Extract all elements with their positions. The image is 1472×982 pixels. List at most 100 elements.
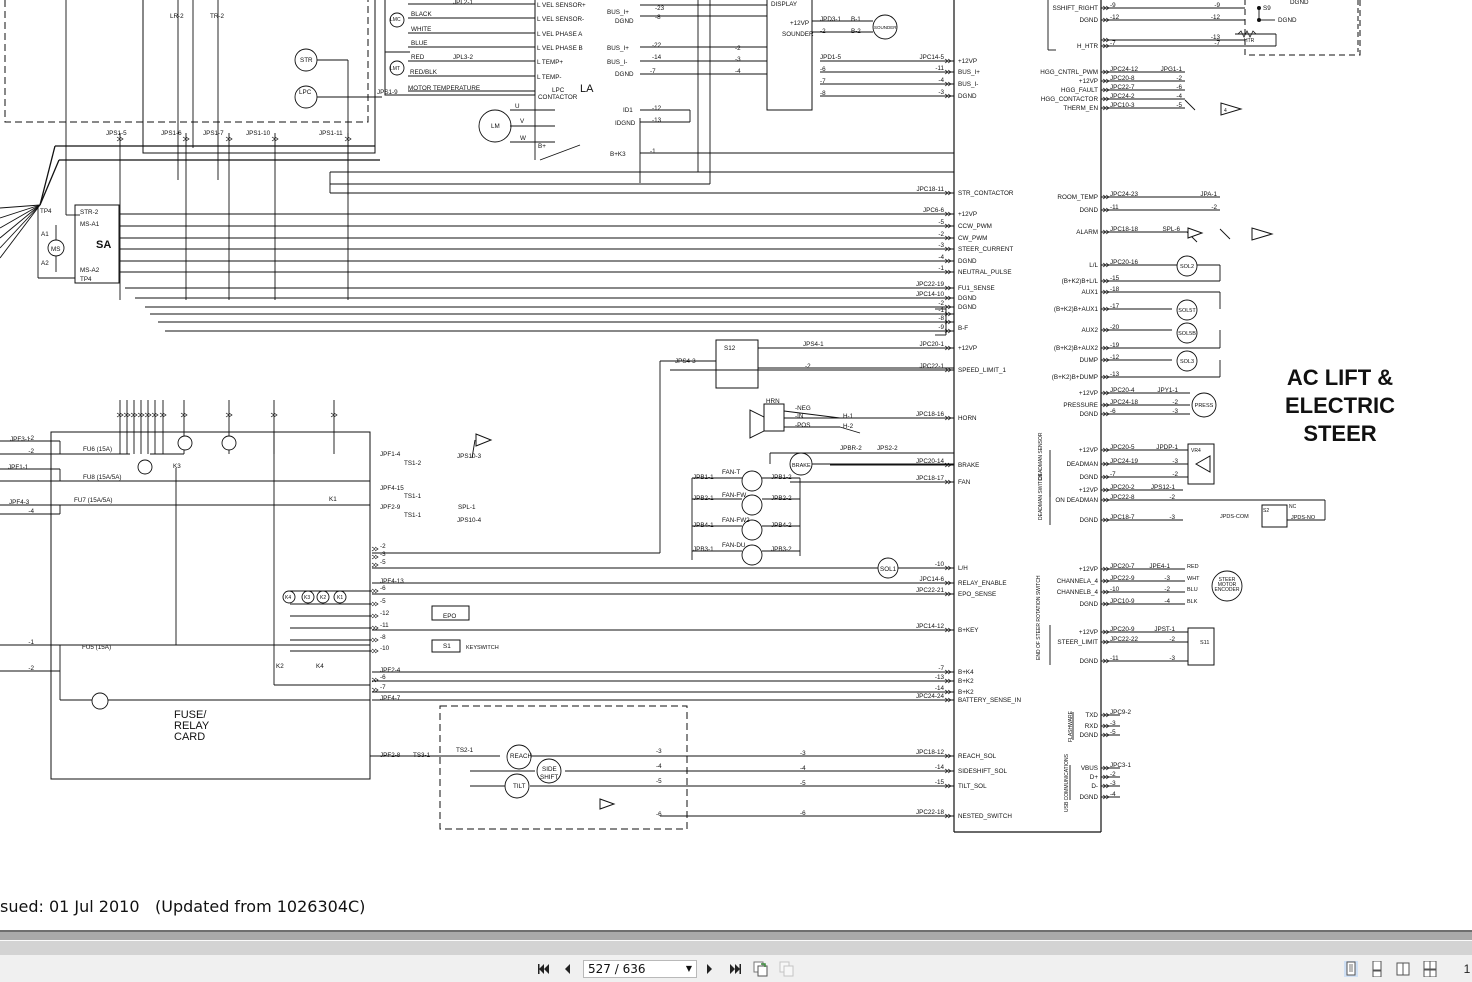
schematic-label: RED — [411, 54, 425, 61]
zoom-level-partial[interactable]: 1 — [1463, 962, 1471, 976]
page-dropdown-icon[interactable]: ▼ — [685, 964, 692, 973]
connector-pin-icon — [944, 81, 952, 87]
single-page-icon — [1346, 961, 1356, 976]
right-bus-pin: -5 — [1110, 729, 1116, 736]
right-bus-signal: HGG_CNTRL_PWM — [1040, 69, 1098, 76]
center-bus-pin: JPC22-1 — [920, 363, 945, 370]
schematic-label: DISPLAY — [771, 1, 798, 8]
center-bus-signal: BATTERY_SENSE_IN — [958, 697, 1022, 704]
center-bus-pin: JPC22-18 — [916, 809, 944, 816]
connector-pin-icon — [1102, 402, 1110, 408]
right-bus-signal: +12VP — [1079, 487, 1098, 494]
center-bus-signal: CW_PWM — [958, 235, 987, 242]
right-far-pin: -9 — [1214, 2, 1220, 9]
schematic-label: JPB4-2 — [771, 522, 792, 529]
center-bus-pin: -7 — [938, 665, 944, 672]
connector-pin-icon — [180, 412, 188, 418]
schematic-label: S2 — [1263, 508, 1269, 514]
right-far-pin: -3 — [1172, 408, 1178, 415]
connector-pin-icon — [1102, 43, 1110, 49]
connector-pin-icon — [1102, 278, 1110, 284]
connector-pin-icon — [944, 223, 952, 229]
connector-pin-icon — [371, 625, 379, 631]
center-bus-pin: -15 — [935, 779, 945, 786]
page-number-input[interactable]: 527 / 636 ▼ — [583, 960, 697, 978]
right-far-pin: -2 — [1164, 586, 1170, 593]
schematic-label: SOL1 — [880, 566, 897, 573]
title-line-1: AC LIFT & — [1286, 365, 1394, 390]
center-bus-signal: STEER_CURRENT — [958, 246, 1013, 253]
schematic-label: SA — [96, 239, 111, 251]
schematic-label: S9 — [1263, 5, 1271, 12]
right-far-pin: SPL-6 — [1162, 226, 1180, 233]
right-bus-signal: D- — [1091, 783, 1098, 790]
connector-pin-icon — [344, 136, 352, 142]
schematic-label: TS1-1 — [404, 493, 422, 500]
card-pin: -5 — [656, 778, 662, 785]
horn-icon — [749, 409, 765, 439]
right-bus-signal: AUX1 — [1082, 289, 1099, 296]
center-bus-pin: -11 — [935, 65, 944, 72]
schematic-label: S12 — [724, 345, 736, 352]
schematic-label: -7 — [820, 78, 826, 85]
connector-pin-icon — [1102, 390, 1110, 396]
single-page-view-button[interactable] — [1344, 961, 1358, 977]
center-bus-pin: JPC14-5 — [920, 54, 945, 61]
continuous-view-button[interactable] — [1370, 960, 1384, 978]
schematic-label: K1 — [337, 595, 343, 601]
schematic-label: A1 — [41, 231, 49, 238]
connector-pin-icon — [1102, 96, 1110, 102]
schematic-label: NC — [1289, 504, 1297, 510]
schematic-label: -14 — [652, 54, 662, 61]
center-bus-pin: JPC6-6 — [923, 207, 944, 214]
last-page-button[interactable] — [727, 961, 743, 977]
facing-view-button[interactable] — [1396, 961, 1410, 977]
center-bus-signal: HORN — [958, 415, 977, 422]
dashed-enclosure — [4, 0, 369, 123]
right-bus-pin: JPC20-9 — [1110, 626, 1135, 633]
right-bus-pin: -11 — [1110, 655, 1119, 662]
center-bus-signal: +12VP — [958, 58, 977, 65]
schematic-label: LM — [491, 123, 500, 130]
card-pin: -11 — [380, 622, 389, 629]
right-bus-signal: (B+K2)B+AUX1 — [1054, 306, 1099, 313]
right-far-pin: -7 — [1214, 40, 1220, 47]
schematic-label: JPF1-4 — [380, 451, 401, 458]
right-bus-signal: DGND — [1079, 207, 1098, 214]
schematic-label: -2 — [820, 28, 826, 35]
connector-pin-icon — [944, 295, 952, 301]
schematic-label: JPL3-2 — [453, 54, 473, 61]
next-page-button[interactable] — [704, 961, 716, 977]
card-pin: -3 — [656, 748, 662, 755]
continuous-facing-view-button[interactable] — [1423, 960, 1437, 978]
right-bus-pin: JPC10-9 — [1110, 598, 1135, 605]
center-bus-pin: -1 — [938, 265, 944, 272]
schematic-label: +12VP — [790, 20, 809, 27]
schematic-label: B+ — [538, 143, 546, 150]
previous-page-button[interactable] — [561, 961, 573, 977]
right-bus-signal: H_HTR — [1077, 43, 1098, 50]
connector-pin-icon — [1102, 37, 1110, 43]
last-page-icon — [730, 964, 741, 974]
right-bus-signal: SSHIFT_RIGHT — [1053, 5, 1099, 12]
horizontal-scrollbar[interactable] — [0, 930, 1472, 940]
previous-view-button[interactable] — [753, 961, 769, 977]
first-page-button[interactable] — [536, 961, 552, 977]
schematic-label: BUS_I+ — [607, 9, 629, 16]
next-view-button[interactable] — [779, 961, 795, 977]
connector-pin-icon — [330, 412, 338, 418]
right-bus-signal: CHANNELB_4 — [1057, 589, 1099, 596]
center-bus-pin: JPC18-16 — [916, 411, 944, 418]
schematic-label: A2 — [41, 260, 49, 267]
schematic-label: L VEL SENSOR- — [537, 16, 584, 23]
center-bus-pin: -14 — [935, 685, 945, 692]
schematic-label: HTR — [1244, 38, 1255, 44]
schematic-label: -8 — [655, 14, 661, 21]
center-bus-signal: BUS_I- — [958, 81, 978, 88]
schematic-label: SOUNDER — [782, 31, 814, 38]
schematic-label: FU7 (15A/5A) — [74, 497, 113, 504]
schematic-label: BLU — [1187, 587, 1198, 593]
component-box — [74, 204, 120, 284]
schematic-label: -3 — [735, 56, 741, 63]
right-far-pin: JPST-1 — [1154, 626, 1175, 633]
